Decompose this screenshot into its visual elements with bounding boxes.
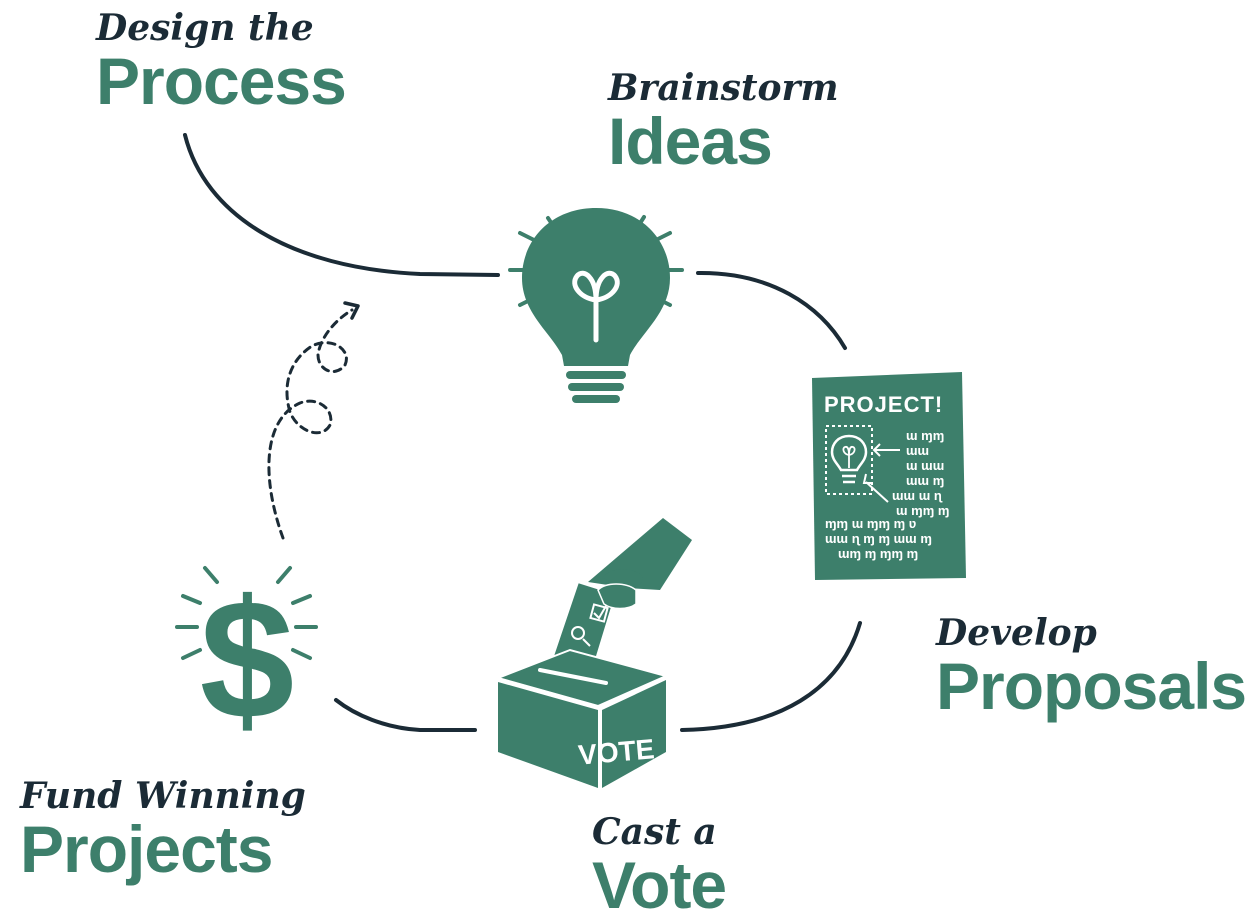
step-design-process: Design the Process <box>96 7 347 118</box>
step-develop-subtitle: Develop <box>936 612 1097 654</box>
poster-scribble: ɯɯ ɳ ɱ ɱ ɯɯ ɱ <box>825 531 932 546</box>
step-fund-projects: Fund Winning Projects <box>20 778 306 882</box>
lightbulb-icon <box>508 208 684 403</box>
step-cast-vote: Cast a Vote <box>592 811 727 922</box>
connector-proposals-to-vote <box>680 621 862 732</box>
ballot-box-label: VOTE <box>577 733 656 771</box>
poster-scribble: ɱɱ ɯ ɱɱ ɱ ʋ <box>825 516 916 531</box>
step-develop-title: Proposals <box>936 649 1247 723</box>
ballot-box-icon: VOTE <box>494 518 692 788</box>
step-vote-title: Vote <box>592 848 727 922</box>
step-develop-proposals: Develop Proposals <box>936 612 1247 723</box>
poster-scribble: ɯ ɱɱ ɱ <box>896 503 949 518</box>
step-fund-title: Projects <box>20 812 273 886</box>
poster-scribble: ɯɯ <box>906 443 929 458</box>
step-design-subtitle: Design the <box>96 7 314 49</box>
dollar-glyph: $ <box>200 565 295 755</box>
poster-scribble: ɯɯ ɯ ɳ <box>892 488 943 503</box>
step-brainstorm-title: Ideas <box>608 104 773 178</box>
poster-scribble: ɯɯ ɱ <box>906 473 944 488</box>
poster-scribble: ɯ ɯɯ <box>906 458 944 473</box>
step-vote-subtitle: Cast a <box>592 811 717 853</box>
connector-process-to-ideas <box>183 133 500 277</box>
step-brainstorm-ideas: Brainstorm Ideas <box>608 70 839 174</box>
dollar-icon: $ <box>175 565 318 755</box>
connector-ideas-to-proposals <box>696 270 847 350</box>
poster-title: PROJECT! <box>824 392 943 417</box>
poster-scribble: ɯ ɱɱ <box>906 428 944 443</box>
poster-scribble: ɯɱ ɱ ɱɱ ɱ <box>838 546 918 561</box>
step-fund-subtitle: Fund Winning <box>20 775 306 817</box>
step-design-title: Process <box>96 44 347 118</box>
project-poster-icon: PROJECT! ɯ ɱɱ ɯɯ ɯ ɯɯ ɯɯ ɱ ɯɯ ɯ ɳ ɯ ɱɱ ɱ… <box>812 372 966 580</box>
connector-vote-to-projects <box>334 698 477 732</box>
step-brainstorm-subtitle: Brainstorm <box>608 67 839 109</box>
dashed-arrow-icon <box>267 301 360 540</box>
